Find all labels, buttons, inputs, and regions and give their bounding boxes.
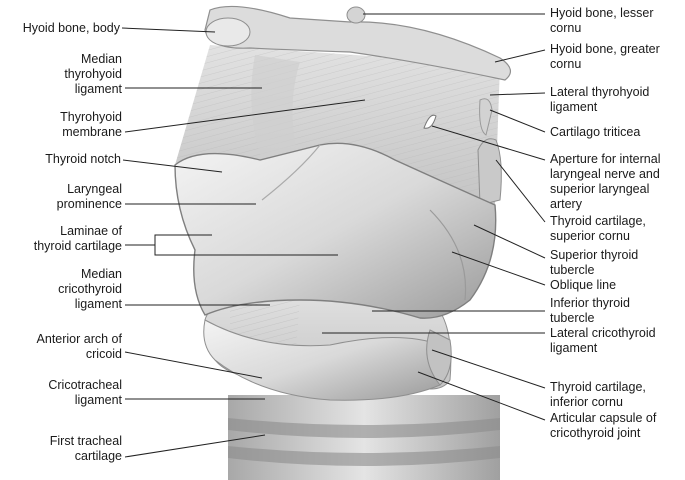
label-first-tracheal-cartilage: First tracheal cartilage [2, 434, 122, 464]
label-cartilago-triticea: Cartilago triticea [550, 125, 683, 140]
label-superior-thyroid-tubercle: Superior thyroid tubercle [550, 248, 683, 278]
label-thyrohyoid-membrane: Thyrohyoid membrane [2, 110, 122, 140]
trachea [228, 395, 500, 480]
label-laryngeal-prominence: Laryngeal prominence [2, 182, 122, 212]
label-cricotracheal-ligament: Cricotracheal ligament [2, 378, 122, 408]
label-median-thyrohyoid-ligament: Median thyrohyoid ligament [2, 52, 122, 97]
label-lateral-cricothyroid-ligament: Lateral cricothyroid ligament [550, 326, 683, 356]
label-oblique-line: Oblique line [550, 278, 683, 293]
label-lateral-thyrohyoid-ligament: Lateral thyrohyoid ligament [550, 85, 683, 115]
superior-cornu [478, 139, 501, 205]
label-hyoid-lesser-cornu: Hyoid bone, lesser cornu [550, 6, 683, 36]
label-hyoid-greater-cornu: Hyoid bone, greater cornu [550, 42, 683, 72]
label-laminae-thyroid-cartilage: Laminae of thyroid cartilage [2, 224, 122, 254]
label-median-cricothyroid-ligament: Median cricothyroid ligament [2, 267, 122, 312]
label-hyoid-body: Hyoid bone, body [2, 21, 120, 36]
label-thyroid-inferior-cornu: Thyroid cartilage, inferior cornu [550, 380, 683, 410]
label-thyroid-superior-cornu: Thyroid cartilage, superior cornu [550, 214, 683, 244]
label-anterior-arch-cricoid: Anterior arch of cricoid [2, 332, 122, 362]
label-aperture-internal-laryngeal-nerve: Aperture for internal laryngeal nerve an… [550, 152, 683, 212]
label-articular-capsule-cricothyroid-joint: Articular capsule of cricothyroid joint [550, 411, 683, 441]
label-inferior-thyroid-tubercle: Inferior thyroid tubercle [550, 296, 683, 326]
label-thyroid-notch: Thyroid notch [2, 152, 121, 167]
